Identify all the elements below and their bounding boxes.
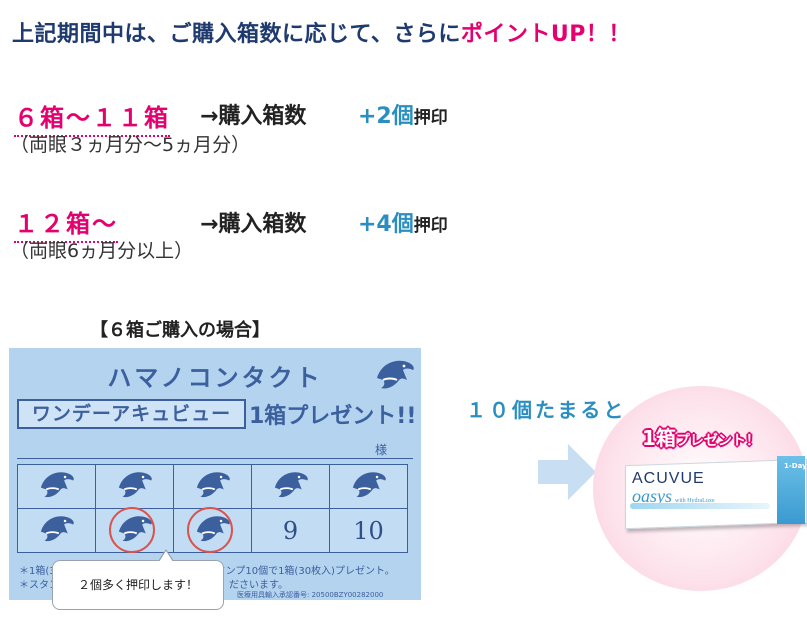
- stamp-cell: 10: [329, 508, 408, 553]
- product-box-swoosh: [630, 503, 770, 509]
- stamp-cell: [251, 464, 330, 509]
- card-note-1a: ＊1箱(3: [19, 566, 56, 577]
- card-note-2: ＊スタン ださいます。: [19, 576, 288, 591]
- tier2-bonus-count: +4個: [358, 212, 414, 237]
- stamp-card: ハマノコンタクト ワンデーアキュビュー 1箱プレゼント!! 様 9 10 ＊1箱(…: [9, 348, 421, 600]
- product-box-line-name: oasys: [632, 486, 672, 506]
- reward-present-tag: 1箱プレゼント！: [642, 422, 760, 451]
- stamp-cell-number: 10: [353, 516, 384, 545]
- card-name-line: [17, 458, 413, 459]
- product-box-tech: with HydraLuxe: [675, 498, 715, 504]
- dolphin-stamp-icon: [349, 471, 389, 506]
- bonus-stamp-ring: [187, 507, 233, 553]
- card-product-box: ワンデーアキュビュー: [17, 399, 246, 429]
- stamp-cell: 9: [251, 508, 330, 553]
- tier1-range: ６箱～１１箱: [14, 98, 170, 137]
- tier2-stamp-label: 押印: [413, 216, 448, 236]
- card-honorific: 様: [375, 443, 388, 457]
- example-title: 【６箱ご購入の場合】: [90, 320, 270, 341]
- tier2-note: （両眼6ヵ月分以上）: [10, 240, 194, 262]
- headline-main: 上記期間中は、ご購入箱数に応じて、さらに: [12, 22, 461, 47]
- tier1-bonus: +2個押印: [358, 98, 448, 130]
- arrow-right-icon: [538, 444, 596, 504]
- stamp-cell: [173, 507, 252, 553]
- stamp-cell: [17, 464, 96, 509]
- headline-highlight: ポイントUP！！: [460, 22, 631, 47]
- stamp-row-1: [17, 464, 408, 509]
- product-box-1day: 1-Day: [784, 462, 807, 470]
- reward-tag-rest: プレゼント！: [675, 433, 760, 449]
- reward-tag-main: 1箱: [642, 426, 676, 450]
- stamp-cell: [173, 464, 252, 509]
- stamp-cell: [17, 508, 96, 553]
- card-note-1b: スタンプ10個で1箱(30枚入)プレゼント。: [205, 566, 395, 577]
- reward-condition: １０個たまると: [466, 398, 627, 422]
- tier1-arrow-text: →購入箱数: [200, 104, 307, 129]
- dolphin-stamp-icon: [37, 471, 77, 506]
- dolphin-icon: [373, 356, 417, 398]
- tier2-bonus: +4個押印: [358, 206, 448, 238]
- stamp-cell: [95, 464, 174, 509]
- tier2-arrow-text: →購入箱数: [200, 212, 307, 237]
- callout-bubble: ２個多く押印します！: [52, 560, 224, 610]
- tier1-stamp-label: 押印: [413, 108, 448, 128]
- product-box-side: [777, 456, 805, 524]
- dolphin-stamp-icon: [115, 471, 155, 506]
- tier1-bonus-count: +2個: [358, 104, 414, 129]
- product-box-brand: ACUVUE: [632, 470, 705, 487]
- stamp-cell: [329, 464, 408, 509]
- callout-tail-inner: [159, 551, 173, 562]
- tier1-note: （両眼３ヵ月分～5ヵ月分）: [10, 134, 251, 156]
- dolphin-stamp-icon: [271, 471, 311, 506]
- stamp-cell: [95, 507, 174, 553]
- stamp-grid: 9 10: [17, 464, 408, 553]
- dolphin-stamp-icon: [37, 515, 77, 550]
- stamp-cell-number: 9: [282, 516, 299, 545]
- bonus-stamp-ring: [109, 507, 155, 553]
- card-note-2a: ＊スタン: [19, 580, 59, 591]
- headline: 上記期間中は、ご購入箱数に応じて、さらにポイントUP！！: [12, 16, 631, 48]
- card-present-text: 1箱プレゼント!!: [249, 404, 417, 429]
- card-note-1: ＊1箱(3 スタンプ10個で1箱(30枚入)プレゼント。: [19, 562, 395, 577]
- dolphin-stamp-icon: [193, 471, 233, 506]
- card-shop-name: ハマノコンタクト: [107, 364, 323, 392]
- card-approval-number: 医療用具輸入承認番号: 20500BZY00282000: [237, 591, 384, 599]
- card-note-2b: ださいます。: [229, 580, 288, 591]
- stamp-row-2: 9 10: [17, 507, 408, 553]
- tier2-range: １２箱～: [14, 204, 118, 243]
